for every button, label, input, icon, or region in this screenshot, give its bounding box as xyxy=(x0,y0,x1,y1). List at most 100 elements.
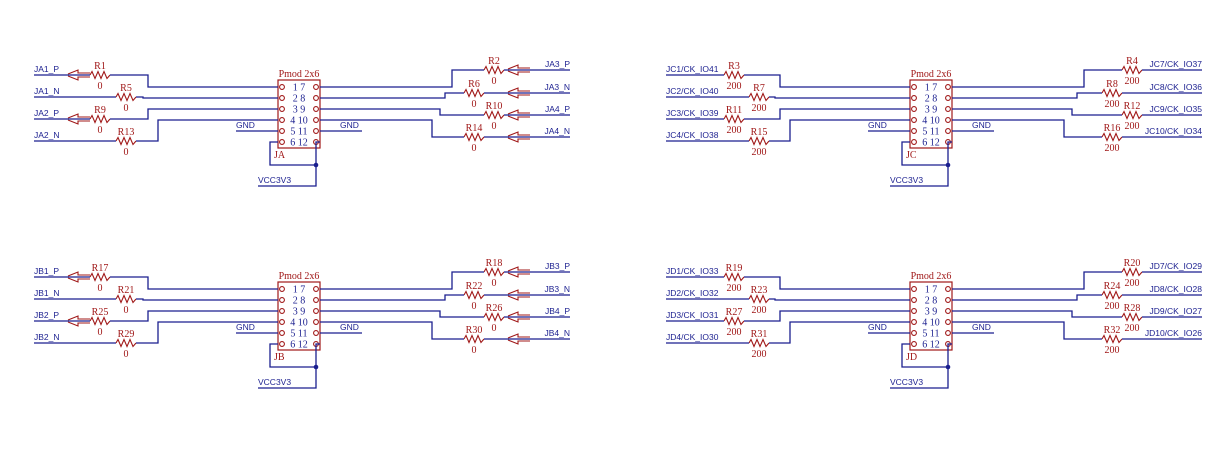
pin-number-row: 3 9 xyxy=(293,307,306,318)
resistor-value: 0 xyxy=(124,147,129,158)
resistor-ref: R32 xyxy=(1104,325,1121,336)
resistor-ref: R2 xyxy=(488,56,500,67)
diff-connector-symbol xyxy=(507,295,530,301)
wire xyxy=(136,321,278,344)
resistor-symbol xyxy=(1121,312,1143,322)
header-designator: JA xyxy=(274,150,286,161)
pin-right xyxy=(945,297,951,303)
diff-connector-symbol xyxy=(507,64,530,70)
diff-connector-symbol xyxy=(67,321,90,327)
net-label-left: JD4/CK_IO30 xyxy=(666,332,719,342)
diff-connector-symbol xyxy=(507,70,530,76)
vcc-label: VCC3V3 xyxy=(890,377,923,387)
resistor-symbol xyxy=(1121,267,1143,277)
vcc-wire xyxy=(901,141,948,166)
wire xyxy=(952,69,1122,88)
diff-connector-symbol xyxy=(507,311,530,317)
resistor-ref: R11 xyxy=(726,105,742,116)
diff-connector-symbol xyxy=(507,266,530,272)
junction-dot xyxy=(313,364,319,370)
pin-left xyxy=(279,95,285,101)
net-label-left: JA1_P xyxy=(34,64,59,74)
resistor-value: 0 xyxy=(124,305,129,316)
pin-number-row: 2 8 xyxy=(925,94,938,105)
wire xyxy=(952,321,1102,340)
resistor-symbol xyxy=(463,88,485,98)
pin-number-row: 2 8 xyxy=(293,296,306,307)
net-label-right: JA4_N xyxy=(544,126,570,136)
resistor-symbol xyxy=(1121,110,1143,120)
resistor-ref: R7 xyxy=(753,83,765,94)
resistor-symbol xyxy=(483,267,505,277)
resistor-value: 200 xyxy=(752,147,767,158)
resistor-symbol xyxy=(723,316,745,326)
net-label-right: JC7/CK_IO37 xyxy=(1150,59,1203,69)
pin-left xyxy=(911,139,917,145)
resistor-value: 0 xyxy=(98,283,103,294)
pin-number-row: 5 11 xyxy=(922,127,939,138)
resistor-symbol xyxy=(89,70,111,80)
pin-number-row: 2 8 xyxy=(925,296,938,307)
header-designator: JB xyxy=(274,352,285,363)
resistor-ref: R10 xyxy=(486,101,503,112)
wire xyxy=(320,92,464,99)
net-label-right: JD10/CK_IO26 xyxy=(1145,328,1202,338)
resistor-value: 0 xyxy=(492,121,497,132)
resistor-symbol xyxy=(1101,88,1123,98)
diff-connector-symbol xyxy=(67,315,90,321)
pmod-header-box xyxy=(909,79,953,149)
resistor-ref: R17 xyxy=(92,263,109,274)
net-label-right: JA3_P xyxy=(545,59,570,69)
header-title: Pmod 2x6 xyxy=(911,69,952,80)
resistor-symbol xyxy=(1101,290,1123,300)
pin-right xyxy=(313,128,319,134)
resistor-value: 0 xyxy=(472,143,477,154)
net-label-left: JB2_P xyxy=(34,310,59,320)
pin-left xyxy=(911,319,917,325)
wire xyxy=(952,119,1102,138)
pin-left xyxy=(911,117,917,123)
pin-left xyxy=(911,297,917,303)
pin-number-row: 1 7 xyxy=(925,83,938,94)
diff-connector-symbol xyxy=(67,119,90,125)
pin-number-row: 1 7 xyxy=(293,83,306,94)
pin-number-row: 3 9 xyxy=(293,105,306,116)
pin-right xyxy=(945,308,951,314)
resistor-ref: R6 xyxy=(468,79,480,90)
pin-right xyxy=(945,128,951,134)
resistor-value: 200 xyxy=(727,81,742,92)
diff-connector-symbol xyxy=(507,93,530,99)
wire xyxy=(952,310,1122,318)
resistor-symbol xyxy=(723,114,745,124)
resistor-symbol xyxy=(89,272,111,282)
pin-number-row: 6 12 xyxy=(922,340,940,351)
pin-left xyxy=(279,128,285,134)
resistor-symbol xyxy=(115,136,137,146)
resistor-symbol xyxy=(89,114,111,124)
resistor-value: 0 xyxy=(98,81,103,92)
gnd-label-right: GND xyxy=(972,322,991,332)
resistor-ref: R4 xyxy=(1126,56,1138,67)
resistor-value: 200 xyxy=(1125,121,1140,132)
resistor-value: 0 xyxy=(492,323,497,334)
wire xyxy=(320,69,484,88)
resistor-value: 0 xyxy=(98,327,103,338)
net-label-left: JC3/CK_IO39 xyxy=(666,108,719,118)
pin-number-row: 4 10 xyxy=(290,116,308,127)
wire xyxy=(744,310,910,322)
resistor-symbol xyxy=(463,290,485,300)
diff-connector-symbol xyxy=(507,131,530,137)
pin-number-row: 4 10 xyxy=(922,318,940,329)
header-title: Pmod 2x6 xyxy=(911,271,952,282)
pin-left xyxy=(279,139,285,145)
resistor-symbol xyxy=(1101,334,1123,344)
resistor-ref: R25 xyxy=(92,307,109,318)
resistor-ref: R16 xyxy=(1104,123,1121,134)
resistor-value: 200 xyxy=(727,327,742,338)
resistor-ref: R26 xyxy=(486,303,503,314)
net-label-left: JB1_N xyxy=(34,288,60,298)
resistor-value: 200 xyxy=(727,125,742,136)
resistor-ref: R29 xyxy=(118,329,135,340)
wire xyxy=(136,96,278,99)
